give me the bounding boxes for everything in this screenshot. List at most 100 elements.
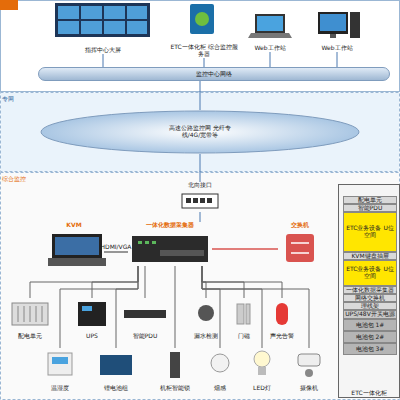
node-text: 电池包 1#	[356, 322, 385, 329]
node-text: 交换机	[291, 222, 309, 229]
band-label: 专网	[2, 96, 14, 103]
cabinet-layer: 一体化数据采集器	[343, 286, 397, 294]
network-ellipse: 高速公路监控网 光纤专线/4G/宽带等	[40, 110, 360, 154]
ups-display	[82, 306, 92, 311]
connector-line	[175, 266, 176, 348]
node-text: 理线架	[361, 303, 379, 310]
laptop-base	[248, 33, 292, 38]
connector-line	[200, 154, 201, 182]
node-text: 监控中心网络	[196, 71, 232, 78]
switch-node: 交换机	[278, 222, 322, 266]
switch-arrows	[291, 243, 309, 253]
connector-line	[204, 58, 205, 67]
node-text: 配电单元	[18, 333, 42, 340]
device-node: 烟感	[202, 348, 238, 392]
cabinet-layer: 理线架	[343, 302, 397, 310]
pc-tower	[350, 12, 360, 38]
kvm-node: KVM	[44, 222, 104, 270]
monitor-display	[320, 14, 346, 31]
led	[152, 241, 156, 244]
connector-line	[103, 54, 104, 67]
band-label: 综合监控	[2, 176, 26, 183]
node-text: KVM	[66, 222, 81, 229]
alarm-icon	[276, 303, 288, 325]
server-badge	[195, 12, 209, 26]
pdu-icon	[124, 310, 166, 318]
connector-line	[270, 52, 271, 67]
breaker-lines	[18, 306, 42, 322]
node-text: 智能PDU	[133, 333, 158, 340]
collector-ports	[160, 250, 204, 256]
breaker	[30, 306, 31, 322]
network-bar: 监控中心网络	[38, 67, 390, 81]
device-node: UPS	[72, 298, 112, 340]
node-text: 温湿度	[51, 385, 69, 392]
socket	[207, 198, 212, 203]
node-text: 一体化数据采集器	[346, 287, 394, 294]
breaker	[36, 306, 37, 322]
led-base	[258, 367, 266, 375]
camera-icon	[298, 354, 320, 366]
connector-line	[200, 212, 201, 222]
connector-line	[60, 266, 138, 348]
breaker	[24, 306, 25, 322]
connector-line	[145, 266, 146, 298]
laptop-screen	[255, 14, 285, 33]
collector-leds	[138, 241, 156, 244]
cabinet-layer: 网络交换机	[343, 294, 397, 302]
cabinet-layer: ETC业务设备 U位空间	[343, 260, 397, 286]
workstation-node: Web工作站	[244, 2, 296, 52]
led	[145, 241, 149, 244]
node-text: Web工作站	[321, 45, 352, 52]
camera-mount	[305, 369, 313, 377]
ups-icon	[78, 302, 106, 326]
pdu-cabinet-icon	[12, 303, 48, 325]
node-text: 漏水检测	[194, 333, 218, 340]
node-text: 电池包 2#	[356, 334, 385, 341]
monitor-band	[1, 173, 400, 400]
door-sensor-icon	[237, 304, 244, 324]
connector-line	[104, 252, 128, 253]
node-text: 高速公路监控网 光纤专线/4G/宽带等	[160, 125, 240, 139]
led	[138, 241, 142, 244]
laptop-display	[257, 16, 283, 31]
center-band	[1, 1, 400, 92]
device-node: 温湿度	[40, 348, 80, 392]
kvm-lid	[52, 234, 102, 258]
device-node: 声光告警	[262, 298, 302, 340]
node-text: 烟感	[214, 385, 226, 392]
node-text: UPS/48V开关电源	[345, 311, 395, 318]
collector-node: 一体化数据采集器	[128, 222, 212, 266]
device-node: 摄像机	[288, 348, 330, 392]
node-text: 机柜智能锁	[160, 385, 190, 392]
server-node: ETC一体化柜 综合监控服务器	[168, 2, 240, 58]
screen	[127, 21, 147, 34]
socket	[193, 198, 198, 203]
device-node: 配电单元	[8, 298, 52, 340]
connector-line	[202, 266, 282, 298]
cabinet-layer: UPS/48V开关电源	[343, 310, 397, 319]
lock-icon	[170, 352, 180, 378]
breaker	[42, 306, 43, 322]
device-node: LED灯	[244, 348, 280, 392]
connector-line	[200, 81, 201, 110]
cabinet-node: ETC一体化柜配电单元智能PDUETC业务设备 U位空间KVM键盘抽屉ETC业务…	[338, 184, 400, 398]
node-text: ETC业务设备 U位空间	[344, 225, 396, 239]
connector-line	[212, 248, 278, 250]
node-text: Web工作站	[254, 45, 285, 52]
connector-line	[202, 266, 309, 348]
node-text: UPS	[86, 333, 98, 340]
port-node: 北向接口	[178, 182, 222, 212]
switch-icon	[286, 234, 314, 262]
node-text: 一体化数据采集器	[146, 222, 194, 229]
connector-line	[30, 266, 138, 298]
node-text: 网络交换机	[355, 295, 385, 302]
arrow-line	[291, 252, 309, 254]
smoke-sensor-icon	[211, 354, 229, 372]
node-text: 北向接口	[188, 182, 212, 189]
video-wall	[55, 3, 150, 37]
node-text: 摄像机	[300, 385, 318, 392]
cabinet-layer: 电池包 1#	[343, 319, 397, 331]
